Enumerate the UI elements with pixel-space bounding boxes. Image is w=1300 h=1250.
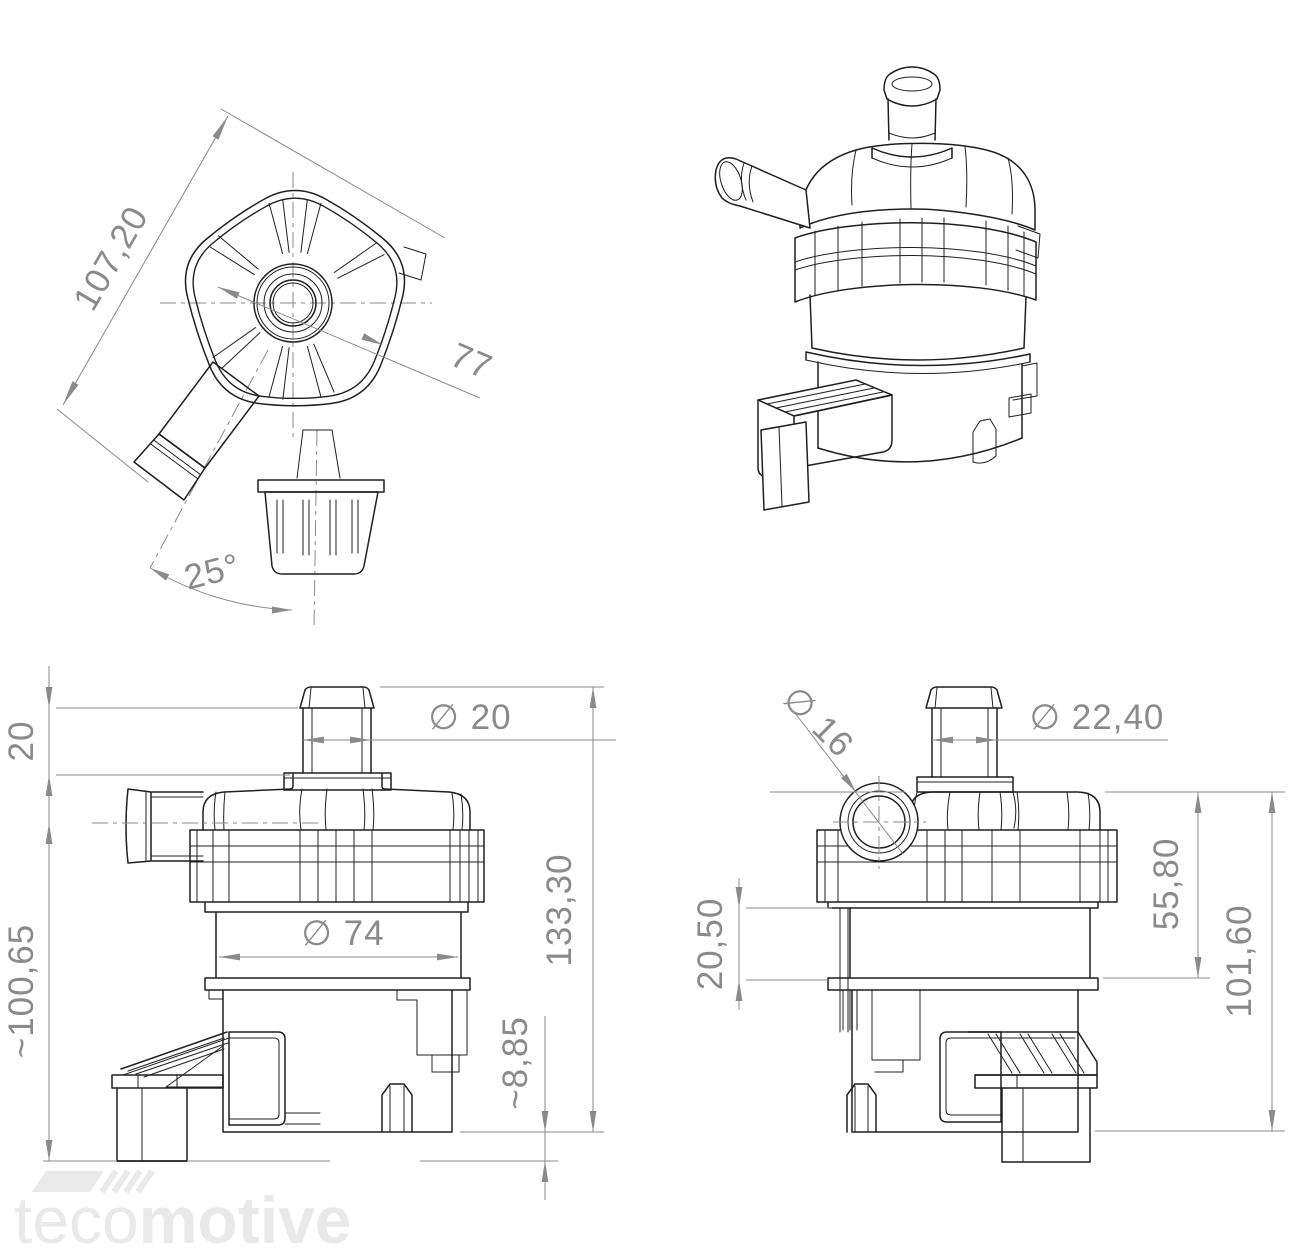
front-view: 20 ~100,65 ∅ 20 ∅ 74 133,30 ~8,85 bbox=[2, 666, 616, 1200]
top-view-outlet-port bbox=[133, 361, 260, 501]
top-view-inner-outline bbox=[192, 197, 398, 400]
dim-port-diameter-front: ∅ 20 bbox=[428, 698, 511, 737]
watermark-logo: tecomotive bbox=[14, 1169, 351, 1250]
dim-housing-section: 20,50 bbox=[691, 898, 730, 991]
logo-stripes-icon bbox=[99, 1169, 155, 1194]
brand-text-bold: motive bbox=[139, 1183, 352, 1250]
iso-side-port bbox=[714, 157, 811, 229]
iso-bracket bbox=[972, 362, 1038, 464]
iso-top-barb bbox=[871, 66, 953, 168]
dim-port-diameter-side: ∅ 22,40 bbox=[1030, 698, 1165, 737]
front-view-part bbox=[111, 686, 485, 1162]
top-view-connector bbox=[257, 429, 385, 575]
front-view-dimensions: 20 ~100,65 ∅ 20 ∅ 74 133,30 ~8,85 bbox=[2, 666, 616, 1200]
top-view-center-port bbox=[253, 263, 333, 343]
dim-barb-length: 20 bbox=[2, 721, 41, 762]
dim-top-width: 107,20 bbox=[66, 200, 156, 317]
side-view-part bbox=[816, 686, 1118, 1163]
brand-text-light: teco bbox=[14, 1183, 139, 1250]
dim-body-height: 101,60 bbox=[1220, 904, 1259, 1017]
dim-overall-height: 133,30 bbox=[540, 853, 579, 966]
top-view-spokes bbox=[209, 200, 385, 400]
dim-centerline-height: ~100,65 bbox=[2, 924, 41, 1059]
top-view: 107,20 77 25° bbox=[56, 108, 498, 626]
dim-base-offset: ~8,85 bbox=[496, 1016, 535, 1110]
iso-body bbox=[805, 294, 1031, 463]
dim-inlet-diameter: ∅ 16 bbox=[775, 679, 861, 765]
isometric-view bbox=[714, 66, 1041, 511]
iso-connector bbox=[757, 379, 893, 511]
dim-body-diameter: ∅ 74 bbox=[301, 914, 384, 953]
iso-pump-head bbox=[799, 142, 1036, 231]
brand-text: tecomotive bbox=[14, 1183, 351, 1250]
dim-outlet-angle: 25° bbox=[180, 546, 244, 597]
side-view: ∅ 16 ∅ 22,40 20,50 55,80 101,60 bbox=[691, 679, 1285, 1163]
dim-top-across: 77 bbox=[445, 335, 498, 387]
dim-head-height: 55,80 bbox=[1147, 838, 1186, 931]
top-view-right-tab bbox=[398, 246, 427, 281]
top-view-centerlines bbox=[149, 172, 432, 626]
iso-ribbed-band bbox=[794, 217, 1041, 303]
top-view-outline bbox=[184, 189, 427, 407]
logo-parallelogram-icon bbox=[32, 1171, 104, 1192]
